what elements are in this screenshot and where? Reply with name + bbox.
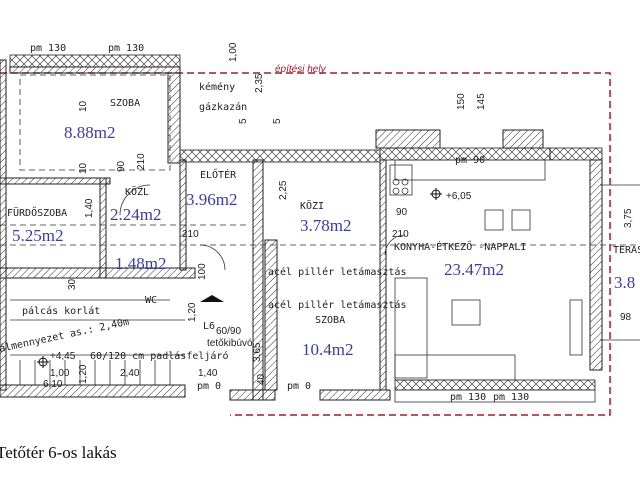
dimension: 2,40 bbox=[120, 368, 140, 379]
chimney-label: kémény bbox=[199, 81, 235, 93]
level-label: +6,05 bbox=[446, 191, 472, 202]
room-area-eloter: 3.96m2 bbox=[186, 190, 237, 209]
dimension: 1,40 bbox=[198, 368, 218, 379]
sill-label: pm 130 bbox=[30, 43, 66, 54]
building-boundary-line bbox=[0, 72, 611, 416]
room-name-szoba: SZOBA bbox=[110, 98, 140, 109]
dimension: 6,10 bbox=[43, 379, 63, 390]
room-name-furdoszoba: FÜRDŐSZOBA bbox=[7, 205, 67, 219]
room-name-konyha: KONYHA-ÉTKEZŐ -NAPPALI bbox=[394, 239, 526, 253]
dimension: 10 bbox=[78, 100, 89, 112]
room-name-terasz: TERASZ bbox=[613, 245, 640, 256]
steel-pillar-label: acél pillér letámasztás bbox=[268, 299, 406, 311]
dimension: 98 bbox=[620, 312, 632, 323]
dimension: 3,65 bbox=[252, 342, 263, 362]
walls bbox=[0, 54, 640, 403]
section-marker-icon bbox=[200, 295, 224, 302]
room-area-furdoszoba: 5.25m2 bbox=[12, 226, 63, 245]
dimension: 210 bbox=[182, 229, 199, 240]
dimension: 3,75 bbox=[623, 208, 634, 228]
room-area-konyha: 23.47m2 bbox=[444, 260, 504, 279]
level-marker-icon bbox=[37, 356, 49, 368]
ceiling-label: álmennyezet as.: 2,40m bbox=[0, 316, 130, 355]
room-name-kozl: KÖZL bbox=[125, 185, 149, 198]
unit-label: L6 bbox=[203, 321, 215, 332]
railing-label: pálcás korlát bbox=[22, 305, 100, 317]
sill-label: pm 0 bbox=[287, 381, 311, 392]
dimension: 5 bbox=[238, 118, 249, 124]
room-name-kozi: KÖZI bbox=[300, 199, 324, 212]
dimension: 1,00 bbox=[50, 368, 70, 379]
dimension: 210 bbox=[392, 229, 409, 240]
dimension: 1,20 bbox=[78, 364, 89, 384]
room-area-szoba: 8.88m2 bbox=[64, 123, 115, 142]
dimension: 145 bbox=[476, 93, 487, 110]
dimension: 2,35 bbox=[254, 73, 265, 93]
level-label: +4,45 bbox=[50, 351, 76, 362]
roof-exit-label: tetőkibúvó bbox=[207, 338, 253, 349]
dimension: 1,40 bbox=[84, 198, 95, 218]
attic-hatch-label: 60/120 cm padlásfeljáró bbox=[90, 350, 228, 362]
room-name-wc: WC bbox=[145, 295, 157, 306]
dimension: 2,25 bbox=[278, 180, 289, 200]
room-area-wc: 1.48m2 bbox=[115, 254, 166, 273]
room-area-kozl: 2.24m2 bbox=[110, 205, 161, 224]
dimension: 150 bbox=[456, 93, 467, 110]
room-name-eloter: ELŐTÉR bbox=[200, 167, 237, 181]
room-area-terasz: 3.8 bbox=[614, 273, 635, 292]
boiler-label: gázkazán bbox=[199, 101, 247, 113]
dimension: 210 bbox=[136, 153, 147, 170]
dimension: 5 bbox=[272, 118, 283, 124]
dimension: 40 bbox=[256, 373, 267, 385]
plan-caption: Tetőtér 6-os lakás bbox=[0, 443, 117, 462]
building-boundary-label: építési hely bbox=[275, 64, 327, 75]
dimension: 90 bbox=[116, 160, 127, 172]
dimension: 10 bbox=[78, 162, 89, 174]
dimension: 90 bbox=[396, 207, 408, 218]
roof-exit-size: 60/90 bbox=[216, 326, 241, 337]
sill-label: pm 130 bbox=[493, 392, 529, 403]
sill-label: pm 90 bbox=[455, 155, 485, 166]
dimension: 1,00 bbox=[228, 42, 239, 62]
sill-label: pm 0 bbox=[197, 381, 221, 392]
sill-label: pm 130 bbox=[450, 392, 486, 403]
dimension: 1,20 bbox=[187, 302, 198, 322]
steel-pillar-label: acél pillér letámasztás bbox=[268, 266, 406, 278]
dimension: 100 bbox=[197, 263, 208, 280]
room-area-szoba-2: 10.4m2 bbox=[302, 340, 353, 359]
room-name-szoba-2: SZOBA bbox=[315, 315, 345, 326]
level-marker-icon bbox=[430, 188, 442, 200]
dimension: 30 bbox=[67, 278, 78, 290]
room-area-kozi: 3.78m2 bbox=[300, 216, 351, 235]
sill-label: pm 130 bbox=[108, 43, 144, 54]
